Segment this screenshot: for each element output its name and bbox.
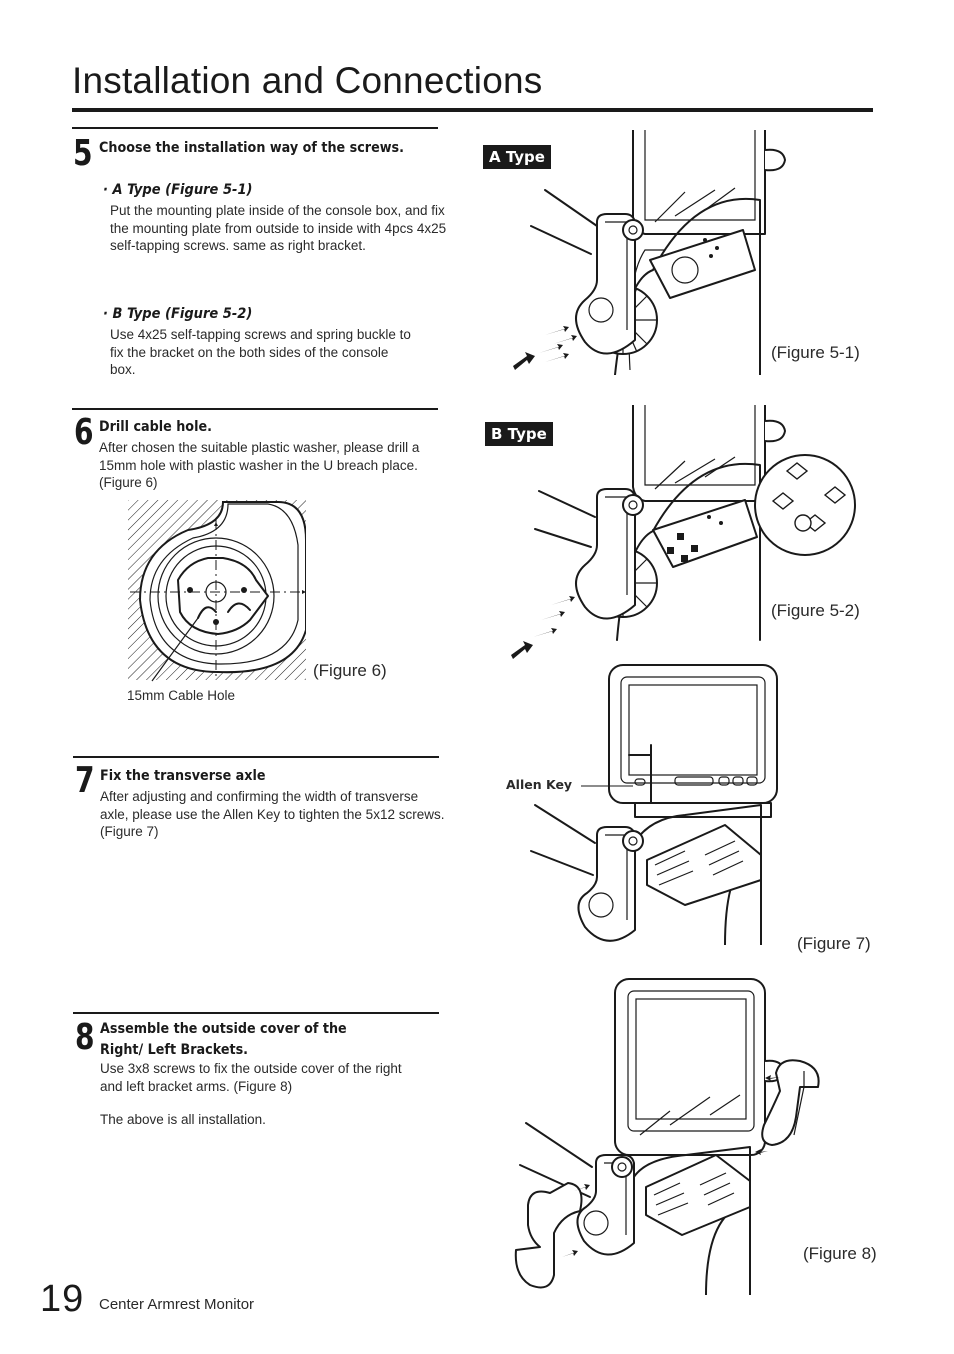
figure-5-1-caption: (Figure 5-1) — [771, 343, 860, 362]
step-5-rule — [72, 127, 438, 129]
figure-8-drawing — [514, 978, 820, 1295]
step-5-a-type-label: · A Type (Figure 5-1) — [103, 182, 253, 198]
figure-7-caption: (Figure 7) — [797, 934, 871, 953]
step-7-text: After adjusting and confirming the width… — [100, 789, 445, 839]
step-8-text: Use 3x8 screws to fix the outside cover … — [100, 1061, 402, 1094]
step-7-number: 7 — [75, 760, 95, 801]
step-6-number: 6 — [74, 412, 94, 453]
step-7-rule — [73, 756, 439, 758]
a-type-tag: A Type — [483, 145, 551, 169]
page-title: Installation and Connections — [72, 60, 543, 101]
figure-8-caption: (Figure 8) — [803, 1244, 877, 1263]
step-8-note: The above is all installation. — [100, 1112, 266, 1127]
page-number: 19 — [40, 1278, 85, 1320]
b-type-tag: B Type — [485, 422, 553, 446]
title-rule — [72, 108, 873, 112]
figure-6-caption: (Figure 6) — [313, 661, 387, 680]
step-7-heading: Fix the transverse axle — [100, 768, 266, 784]
footer-title: Center Armrest Monitor — [99, 1296, 255, 1313]
figure-6-label: 15mm Cable Hole — [127, 688, 236, 703]
step-8-heading: Assemble the outside cover of the Right/… — [100, 1021, 347, 1058]
figure-5-2-drawing — [511, 405, 856, 659]
step-5-b-type-text: Use 4x25 self-tapping screws and spring … — [110, 327, 411, 377]
step-5-heading: Choose the installation way of the screw… — [99, 140, 404, 156]
step-5-b-type-label: · B Type (Figure 5-2) — [103, 306, 253, 322]
allen-key-label: Allen Key — [506, 777, 573, 792]
step-6-text: After chosen the suitable plastic washer… — [99, 440, 420, 490]
figure-5-1-drawing — [513, 130, 786, 375]
step-5-a-type-text: Put the mounting plate inside of the con… — [110, 203, 447, 253]
step-8-number: 8 — [75, 1017, 95, 1058]
figure-6-drawing — [128, 500, 306, 682]
step-5-number: 5 — [73, 133, 93, 174]
step-6-heading: Drill cable hole. — [99, 419, 212, 435]
figure-7-drawing — [530, 664, 778, 945]
figure-5-2-caption: (Figure 5-2) — [771, 601, 860, 620]
step-8-rule — [73, 1012, 439, 1014]
step-6-rule — [72, 408, 438, 410]
